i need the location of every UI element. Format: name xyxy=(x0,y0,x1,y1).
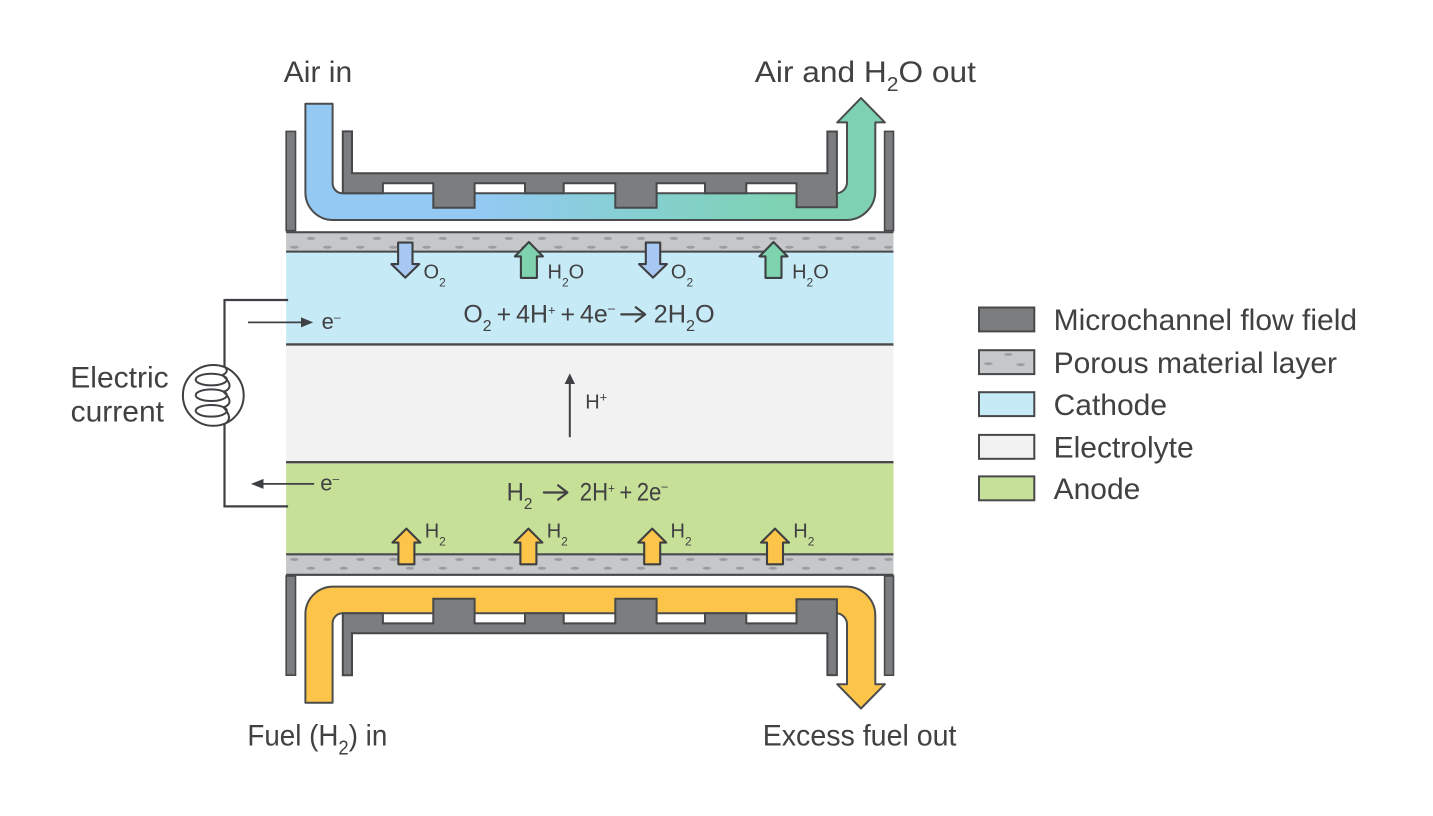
svg-text:Cathode: Cathode xyxy=(1054,389,1167,422)
svg-text:Air in: Air in xyxy=(284,56,352,89)
svg-text:Electrolyte: Electrolyte xyxy=(1054,432,1194,465)
svg-text:2H+ + 2e–: 2H+ + 2e– xyxy=(580,479,669,507)
svg-text:current: current xyxy=(71,395,165,428)
svg-text:Porous material layer: Porous material layer xyxy=(1054,347,1337,380)
svg-text:Electric: Electric xyxy=(70,362,168,395)
svg-text:Excess fuel out: Excess fuel out xyxy=(763,719,957,752)
svg-text:Anode: Anode xyxy=(1054,473,1141,506)
svg-text:Microchannel flow field: Microchannel flow field xyxy=(1054,304,1357,337)
